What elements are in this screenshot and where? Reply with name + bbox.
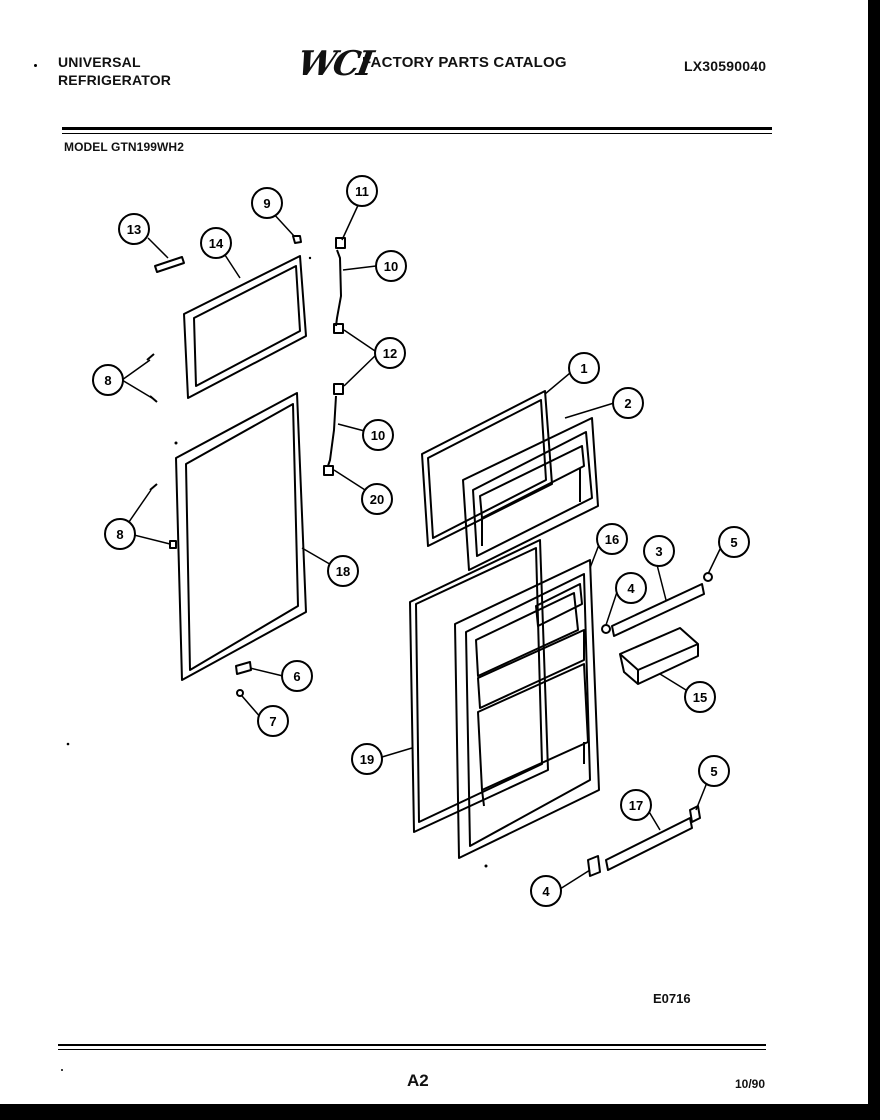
scan-speck [34, 64, 37, 67]
callout-8-lower: 8 [116, 527, 123, 542]
callout-14: 14 [209, 236, 224, 251]
figure-code: E0716 [653, 991, 691, 1006]
part-8-screws-lower [149, 483, 177, 549]
scan-edge-right [868, 0, 880, 1120]
callout-4-upper: 4 [627, 581, 635, 596]
brand-line-1: UNIVERSAL [58, 54, 141, 70]
footer-rule-thick [58, 1044, 766, 1046]
callout-3: 3 [655, 544, 662, 559]
callout-10-lower: 10 [371, 428, 385, 443]
callout-5-upper: 5 [730, 535, 737, 550]
footer-rule-thin [58, 1049, 766, 1050]
upper-hinge [333, 237, 346, 334]
scan-edge-bottom [0, 1104, 880, 1120]
callout-8-upper: 8 [104, 373, 111, 388]
leader-lines [121, 200, 723, 890]
callout-11: 11 [355, 184, 369, 199]
callout-2: 2 [624, 396, 631, 411]
freezer-door-panel [421, 390, 553, 547]
callout-20: 20 [370, 492, 384, 507]
part-4-block-lower [587, 855, 601, 877]
callout-12: 12 [383, 346, 397, 361]
part-7-bushing [236, 689, 244, 697]
freezer-door-liner [462, 417, 599, 571]
part-3-bar [611, 583, 705, 637]
brand-line-2: REFRIGERATOR [58, 72, 172, 88]
fresh-food-door-gasket [175, 392, 307, 681]
part-6-bracket [235, 661, 252, 675]
fresh-food-door-panel [409, 539, 549, 833]
callout-16: 16 [605, 532, 619, 547]
callout-1: 1 [580, 361, 587, 376]
brand-block: UNIVERSAL REFRIGERATOR [58, 53, 171, 89]
callout-4-lower: 4 [542, 884, 550, 899]
callout-15: 15 [693, 690, 707, 705]
center-hinge [323, 383, 344, 476]
catalog-title: FACTORY PARTS CATALOG [362, 54, 567, 71]
callout-circles [92, 175, 750, 907]
freezer-door-gasket [183, 255, 307, 399]
header-rule-thick [62, 127, 772, 130]
callout-6: 6 [293, 669, 300, 684]
model-number: MODEL GTN199WH2 [64, 140, 184, 154]
fresh-food-door-liner [454, 559, 600, 859]
header-rule-thin [62, 133, 772, 134]
part-5-cap-upper [703, 572, 713, 582]
callout-17: 17 [629, 798, 643, 813]
callout-19: 19 [360, 752, 374, 767]
callout-5-lower: 5 [710, 764, 717, 779]
part-17-bar [605, 817, 693, 871]
scan-specks [61, 256, 488, 1071]
revision-date: 10/90 [735, 1077, 766, 1091]
part-5-cap-lower [689, 805, 701, 823]
part-13-trim [154, 256, 185, 273]
page-number: A2 [407, 1071, 429, 1090]
callout-13: 13 [127, 222, 141, 237]
callout-9: 9 [263, 196, 270, 211]
callout-18: 18 [336, 564, 350, 579]
dairy-door [619, 627, 699, 685]
catalog-code: LX30590040 [684, 58, 767, 74]
part-4-cap-upper [601, 624, 611, 634]
callout-10-upper: 10 [384, 259, 398, 274]
part-9-screw [292, 235, 302, 244]
callout-7: 7 [269, 714, 276, 729]
